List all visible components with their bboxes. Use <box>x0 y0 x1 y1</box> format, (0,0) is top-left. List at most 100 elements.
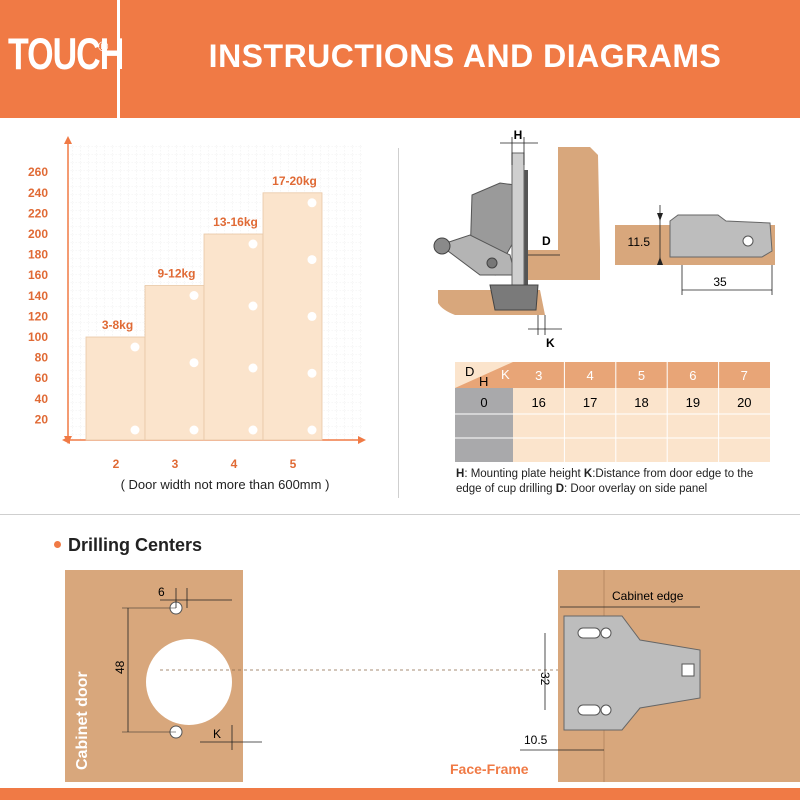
face-frame-label: Face-Frame <box>450 761 529 777</box>
y-tick-label: 240 <box>28 186 48 200</box>
page-title: INSTRUCTIONS AND DIAGRAMS <box>208 38 722 74</box>
hinge-pivot <box>433 237 451 255</box>
y-tick-label: 160 <box>28 268 48 282</box>
screw-dot <box>307 425 317 435</box>
logo-text: TOUCH <box>8 30 124 80</box>
plate-screw-hole <box>742 235 754 247</box>
cabinet-edge-label: Cabinet edge <box>612 589 684 603</box>
table-d-value: 19 <box>686 395 700 410</box>
plate-hole-bottom <box>600 704 612 716</box>
hinge-cup <box>489 284 539 311</box>
x-axis-arrow <box>358 436 366 444</box>
registered-mark: ® <box>98 38 109 54</box>
dim-115-label: 11.5 <box>628 235 651 249</box>
weight-step-label: 9-12kg <box>157 267 195 281</box>
dim-48-label: 48 <box>113 660 127 674</box>
plate-slot-bottom <box>577 704 601 716</box>
y-tick-label: 40 <box>35 392 49 406</box>
screw-dot <box>248 239 258 249</box>
brand-logo: TOUCH ® <box>0 0 124 118</box>
y-tick-label: 140 <box>28 289 48 303</box>
table-k-header: 7 <box>741 368 748 383</box>
plate-side-view: 11.5 35 <box>615 205 775 295</box>
legend-h-text: : Mounting plate height <box>464 468 584 480</box>
cup-hole <box>146 639 232 725</box>
table-h-value: 0 <box>480 395 487 410</box>
y-axis-arrow <box>64 136 72 144</box>
screw-dot <box>307 311 317 321</box>
dim-32-label: 32 <box>538 672 552 686</box>
screw-dot <box>130 425 140 435</box>
section-divider-horizontal <box>0 514 800 515</box>
weight-step-label: 3-8kg <box>102 318 133 332</box>
legend-k-text: :Distance from door edge to the edge of … <box>456 468 754 495</box>
y-tick-label: 100 <box>28 330 48 344</box>
y-tick-label: 60 <box>35 371 49 385</box>
table-k-header: 4 <box>586 368 593 383</box>
face-frame-plate <box>563 615 701 731</box>
screw-dot <box>189 425 199 435</box>
x-tick-label: 5 <box>290 457 297 471</box>
dim-105-label: 10.5 <box>524 733 548 747</box>
table-corner-diagonal <box>455 362 513 388</box>
table-corner-h: H <box>479 374 488 389</box>
y-tick-label: 120 <box>28 309 48 323</box>
table-d-value: 16 <box>531 395 545 410</box>
screw-dot <box>248 301 258 311</box>
overlay-table: D H K 3 4 5 6 7 0 16 17 18 19 20 <box>455 362 770 462</box>
plate-slot-top <box>577 627 601 639</box>
section-divider-vertical <box>398 148 399 498</box>
legend-k-key: K <box>583 468 593 480</box>
legend-d-text: : Door overlay on side panel <box>564 483 708 495</box>
hinge-rivet <box>486 257 498 269</box>
x-tick-label: 4 <box>231 457 238 471</box>
weight-chart: 260 240 220 200 180 160 140 120 100 80 60 40 20 3-8k… <box>28 136 366 471</box>
table-d-value: 17 <box>583 395 597 410</box>
table-k-header: 5 <box>638 368 645 383</box>
bullet-dot <box>54 541 61 548</box>
screw-dot <box>248 425 258 435</box>
legend: H: Mounting plate height K:Distance from… <box>456 467 776 497</box>
x-tick-label: 3 <box>172 457 179 471</box>
dim-115-arrow-bottom <box>657 257 663 265</box>
screw-dot <box>307 368 317 378</box>
hinge-body <box>511 152 525 294</box>
hinge-side-view: H D K <box>433 128 600 350</box>
plate-hole-top <box>600 627 612 639</box>
y-tick-label: 20 <box>35 412 49 426</box>
dim-k-label: K <box>546 336 555 350</box>
screw-dot <box>189 291 199 300</box>
screw-dot <box>307 255 317 265</box>
side-panel <box>558 147 600 265</box>
dim-35-label: 35 <box>713 275 727 289</box>
x-axis-note: ( Door width not more than 600mm ) <box>120 477 330 492</box>
table-k-header: 3 <box>535 368 542 383</box>
mounting-plate-profile <box>669 214 773 258</box>
y-tick-label: 220 <box>28 206 48 220</box>
header-banner: TOUCH ® INSTRUCTIONS AND DIAGRAMS <box>0 0 800 118</box>
y-tick-label: 260 <box>28 165 48 179</box>
y-tick-label: 80 <box>35 351 49 365</box>
y-tick-label: 200 <box>28 227 48 241</box>
table-corner-d: D <box>465 364 474 379</box>
screw-dot <box>189 358 199 368</box>
x-axis-arrow-left <box>62 436 70 444</box>
screw-dot <box>307 198 317 208</box>
dim-k-text: K <box>213 727 221 741</box>
weight-step-label: 13-16kg <box>213 215 258 229</box>
screw-dot <box>130 342 140 352</box>
cabinet-door-label: Cabinet door <box>74 671 91 770</box>
dim-115-arrow-top <box>657 213 663 221</box>
dim-d-label: D <box>542 234 551 248</box>
drilling-diagram: Cabinet door 6 48 K Cabinet edge 32 10.5… <box>65 570 800 782</box>
dim-6-label: 6 <box>158 585 165 599</box>
weight-step-bar <box>85 336 146 441</box>
y-tick-label: 180 <box>28 248 48 262</box>
drilling-title: Drilling Centers <box>68 535 203 555</box>
table-d-value: 20 <box>737 395 751 410</box>
legend-d-key: D <box>555 483 565 495</box>
table-k-header: 6 <box>689 368 696 383</box>
table-row-header <box>455 388 513 462</box>
table-d-value: 18 <box>634 395 648 410</box>
table-corner-k: K <box>501 367 510 382</box>
